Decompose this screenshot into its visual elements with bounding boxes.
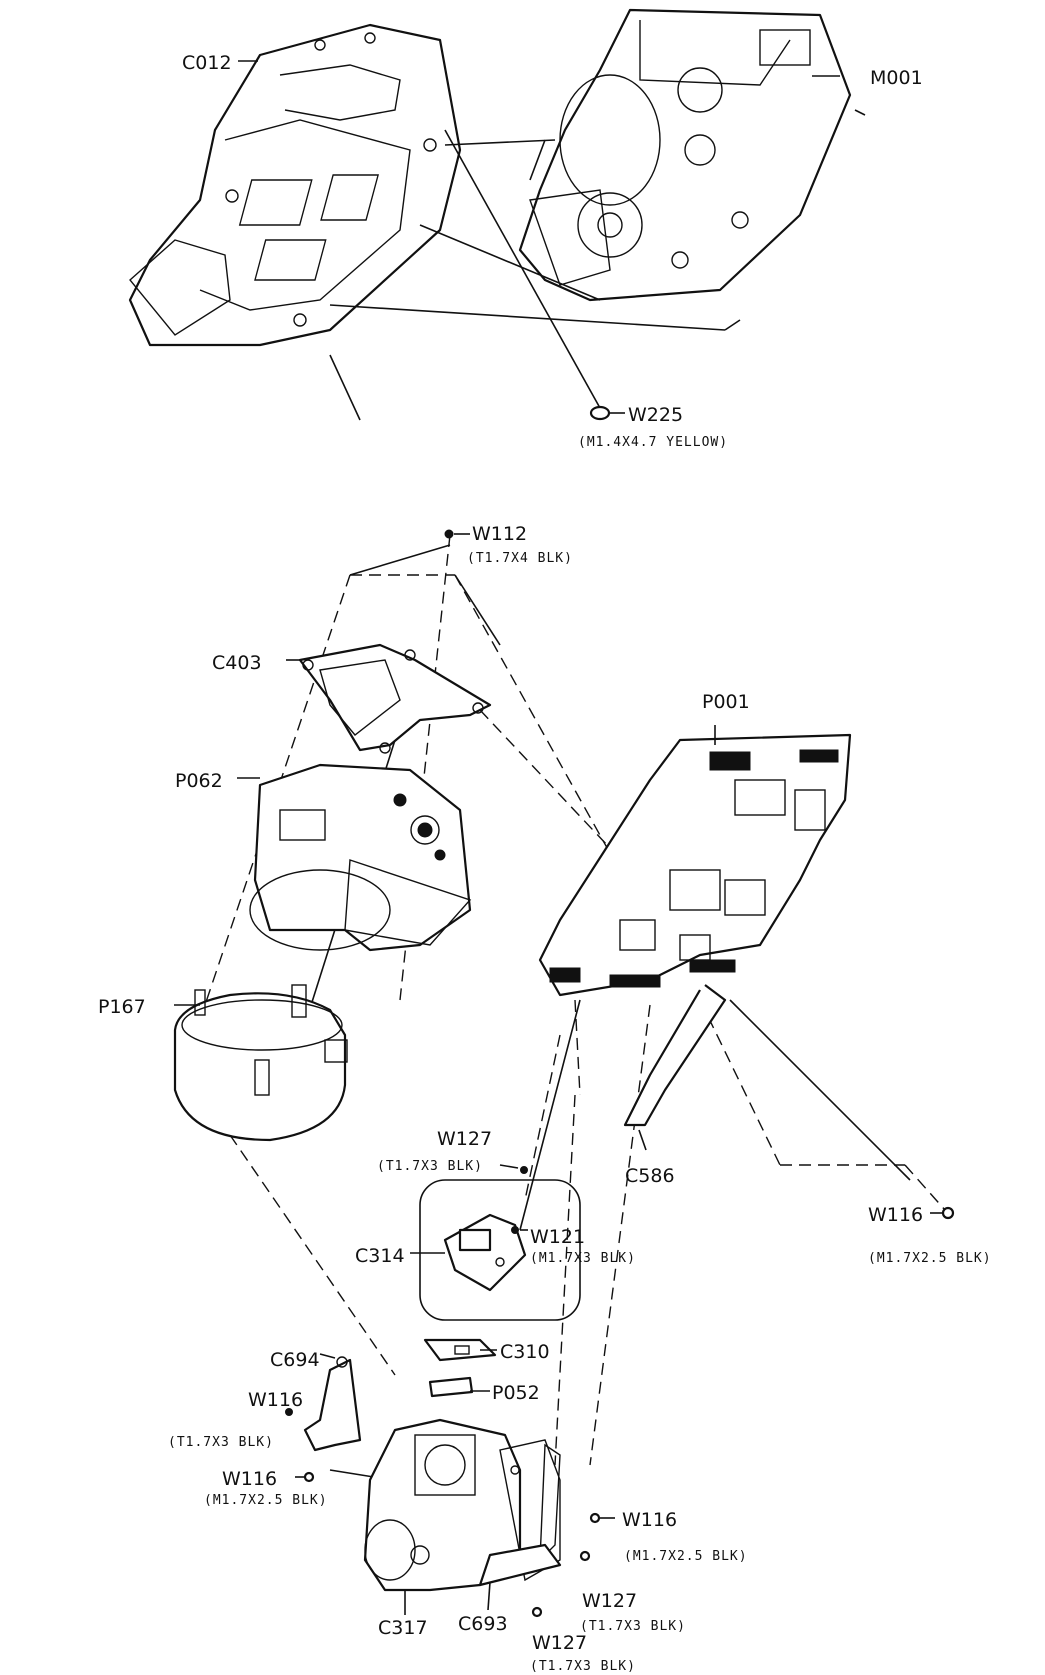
label-w127-a-spec: (T1.7X3 BLK) [377, 1159, 483, 1174]
screw-w225 [589, 405, 625, 421]
screw-w121 [511, 1226, 528, 1234]
label-c012: C012 [182, 52, 232, 74]
label-p062: P062 [175, 770, 223, 792]
label-w112: W112 [472, 523, 527, 545]
label-w116-c: W116 [222, 1468, 277, 1490]
label-w116-a-spec: (M1.7X2.5 BLK) [868, 1251, 992, 1266]
part-p167-ring [173, 984, 348, 1142]
screw-w127-c [531, 1606, 543, 1618]
label-c586: C586 [625, 1165, 675, 1187]
label-c314: C314 [355, 1245, 405, 1267]
label-c693: C693 [458, 1613, 508, 1635]
part-c586-flex-cable [623, 984, 727, 1127]
screw-w116-a [930, 1206, 955, 1220]
top-connection-lines [329, 109, 866, 421]
labels: C012 M001 W225 (M1.4X4.7 YELLOW) W112 (T… [98, 52, 992, 1674]
part-c694-bracket [303, 1356, 362, 1452]
label-w116-d-spec: (M1.7X2.5 BLK) [624, 1549, 748, 1564]
label-w127-c: W127 [532, 1632, 587, 1654]
part-c310-filter [423, 1338, 497, 1362]
label-w116-c-spec: (M1.7X2.5 BLK) [204, 1493, 328, 1508]
screw-w112 [444, 529, 470, 539]
part-c314-sensor [419, 1179, 581, 1321]
screw-w116-b [285, 1408, 293, 1416]
label-c694: C694 [270, 1349, 320, 1371]
part-m001-mechanism [518, 8, 852, 302]
label-c403: C403 [212, 652, 262, 674]
label-m001: M001 [870, 67, 923, 89]
label-w116-b: W116 [248, 1389, 303, 1411]
part-c012-frame [128, 23, 462, 347]
part-c403-bracket [298, 643, 492, 754]
part-c693-bracket [478, 1543, 562, 1587]
label-w116-a: W116 [868, 1204, 923, 1226]
screw-w127-b [579, 1550, 591, 1562]
label-w116-b-spec: (T1.7X3 BLK) [168, 1435, 274, 1450]
label-w116-d: W116 [622, 1509, 677, 1531]
leader-lines [174, 60, 840, 1615]
label-c317: C317 [378, 1617, 428, 1639]
label-w127-c-spec: (T1.7X3 BLK) [530, 1659, 636, 1674]
part-p062-block [249, 763, 472, 952]
label-p167: P167 [98, 996, 146, 1018]
label-w112-spec: (T1.7X4 BLK) [467, 551, 573, 566]
label-w127-b: W127 [582, 1590, 637, 1612]
label-p001: P001 [702, 691, 750, 713]
label-w121: W121 [530, 1226, 585, 1248]
label-w225-spec: (M1.4X4.7 YELLOW) [578, 435, 728, 450]
label-p052: P052 [492, 1382, 540, 1404]
part-c317-lens [363, 1418, 561, 1592]
screw-w116-c [295, 1471, 315, 1483]
label-w127-b-spec: (T1.7X3 BLK) [580, 1619, 686, 1634]
screw-w116-d [589, 1512, 615, 1524]
screw-w127-a [499, 1164, 528, 1174]
label-w127-a: W127 [437, 1128, 492, 1150]
label-c310: C310 [500, 1341, 550, 1363]
label-w225: W225 [628, 404, 683, 426]
part-p001-board [538, 733, 852, 997]
part-p052-plate [428, 1376, 474, 1398]
label-w121-spec: (M1.7X3 BLK) [530, 1251, 636, 1266]
